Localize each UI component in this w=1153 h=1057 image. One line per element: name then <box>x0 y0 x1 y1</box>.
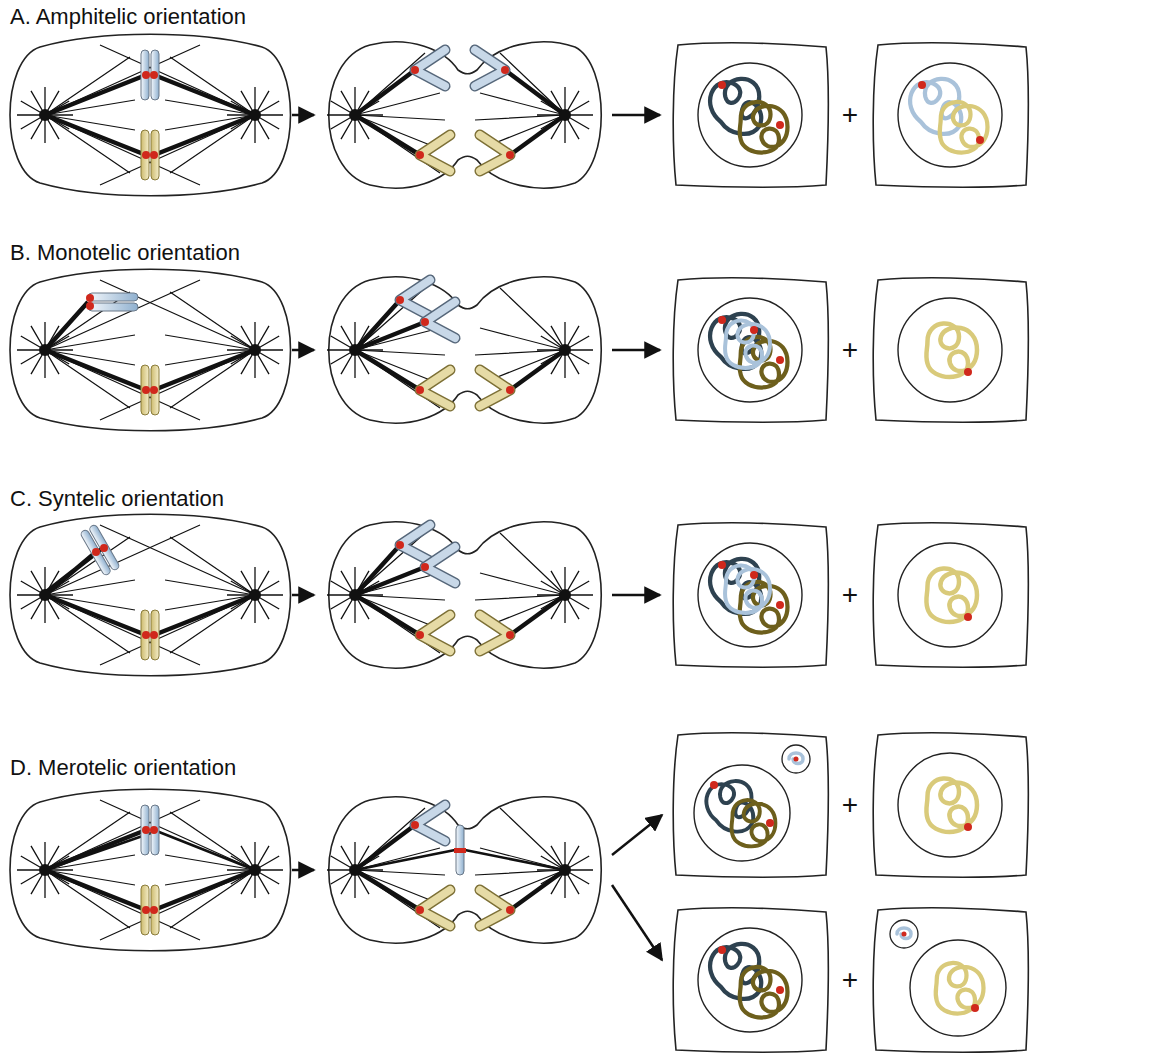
plus-sign: + <box>842 335 858 365</box>
plus-sign: + <box>842 790 858 820</box>
syntelic-row <box>10 514 1028 676</box>
panel-title: A. Amphitelic orientation <box>10 4 246 30</box>
amphitelic-row <box>10 34 1028 196</box>
plus-sign: + <box>842 100 858 130</box>
monotelic-row <box>10 269 1028 431</box>
plus-sign: + <box>842 580 858 610</box>
merotelic-row <box>10 733 1028 1052</box>
plus-sign: + <box>842 965 858 995</box>
panel-title: C. Syntelic orientation <box>10 486 224 512</box>
panel-title: D. Merotelic orientation <box>10 755 236 781</box>
panel-title: B. Monotelic orientation <box>10 240 240 266</box>
